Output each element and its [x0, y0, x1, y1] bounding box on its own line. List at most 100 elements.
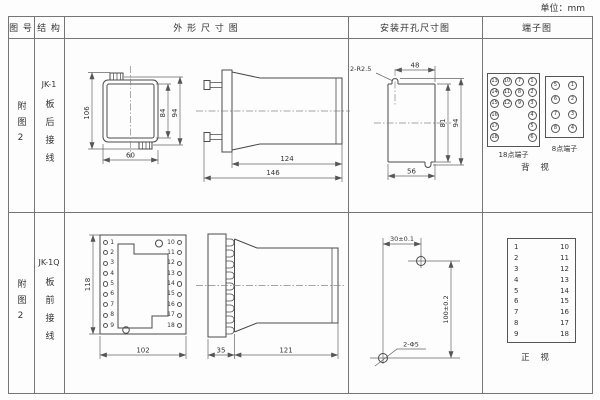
- terminal-point: 8: [551, 124, 560, 133]
- header-outline: 外 形 尺 寸 图: [173, 23, 239, 34]
- terminal-point: 3: [568, 109, 577, 119]
- terminal-number: 1: [103, 239, 129, 247]
- terminal-number: 16: [167, 301, 182, 309]
- terminal-number: 5: [514, 286, 519, 295]
- terminal-point: 8: [515, 87, 524, 97]
- terminal-number: 6: [103, 290, 129, 298]
- dim-height-outer: 94: [171, 108, 179, 117]
- terminal-point: 13: [490, 76, 499, 86]
- header-fig-no: 图 号: [9, 23, 33, 34]
- row2-model-label: JK-1Q: [38, 257, 60, 267]
- row1-mounting-drawing: 2-R2.5 48 81 94 56: [350, 62, 464, 180]
- terminal-point: 3: [527, 99, 537, 109]
- row2-mounting-drawing: 30±0.1 100±0.2 2-Φ5: [370, 235, 460, 367]
- terminal-number: 18: [167, 322, 182, 330]
- terminal-point: 7: [551, 109, 560, 119]
- row1-fig-label: 附图2: [15, 100, 26, 150]
- dim-bottom-width: 56: [407, 168, 416, 176]
- terminal-number: 7: [514, 308, 519, 317]
- terminal-number: 1: [514, 243, 519, 251]
- terminal-number: 6: [514, 297, 519, 306]
- terminal-number: 10: [167, 239, 182, 247]
- terminal-point: 15: [490, 99, 499, 109]
- terminal-number: 2: [514, 253, 519, 262]
- row2-fig-cell: 附图2: [8, 212, 34, 394]
- terminal-point: 6: [551, 95, 560, 104]
- terminal-number: 13: [167, 270, 182, 278]
- terminal-point: 10: [502, 76, 512, 86]
- side-view-dimensions: [207, 323, 339, 359]
- terminal-number: 12: [560, 264, 569, 273]
- hole-dimensions: [370, 238, 460, 367]
- terminal-point: 18: [490, 133, 499, 143]
- dim-hole-spacing-v: 100±0.2: [442, 295, 450, 323]
- terminal-number: 11: [560, 253, 569, 262]
- grid-line: [348, 16, 349, 394]
- row1-wiring-label: 板后接线: [43, 98, 54, 171]
- terminal-point: 9: [515, 99, 524, 109]
- terminal-point: 4: [527, 110, 537, 120]
- terminal-point: 2: [568, 95, 577, 104]
- row2-structure-cell: JK-1Q 板前接线: [34, 212, 64, 394]
- table-border: [8, 16, 593, 394]
- grid-line: [34, 16, 35, 394]
- dim-total-len: 146: [266, 169, 280, 177]
- terminal-number: 15: [560, 297, 569, 306]
- terminal-number: 3: [514, 264, 519, 273]
- terminal-number: 8: [103, 311, 129, 319]
- terminal-point: 14: [490, 87, 499, 97]
- slot-radius-label: 2-R2.5: [350, 65, 371, 73]
- row2-view-label: 正 视: [521, 353, 553, 363]
- dim-body-len: 121: [279, 347, 292, 355]
- dim-cutout-height: 81: [439, 119, 447, 128]
- terminal-point: 1: [527, 76, 537, 86]
- cutout-dimensions: [375, 66, 464, 180]
- terminal-point: 11: [502, 87, 512, 97]
- terminal-point: 4: [568, 124, 577, 133]
- terminal-number: 11: [167, 249, 182, 257]
- header-terminal: 端子图: [521, 23, 552, 34]
- center-line: [374, 69, 451, 124]
- dim-width: 102: [136, 347, 149, 355]
- row2-outline-drawing: 118 102 35 121: [84, 233, 346, 359]
- terminal-number: 17: [167, 311, 182, 319]
- row1-view-label: 背 视: [521, 163, 553, 173]
- terminal-number: 9: [103, 322, 129, 330]
- terminal-number: 18: [560, 330, 569, 339]
- front-view-dimensions: [89, 234, 187, 359]
- terminal-point: 2: [527, 87, 537, 97]
- terminal-8-label: 8点端子: [551, 145, 578, 153]
- dim-hole-spacing-h: 30±0.1: [390, 235, 414, 243]
- hole-diameter-label: 2-Φ5: [403, 341, 419, 349]
- terminal-point: 17: [490, 122, 499, 132]
- dim-body-len: 124: [280, 155, 294, 163]
- row1-fig-cell: 附图2: [8, 38, 34, 212]
- terminal-number: 5: [103, 280, 129, 288]
- row2-fig-label: 附图2: [15, 278, 26, 328]
- terminal-point: 7: [515, 76, 524, 86]
- dim-height-inner: 84: [159, 108, 167, 117]
- grid-line: [8, 38, 593, 39]
- terminal-number: 3: [103, 259, 129, 267]
- dim-total-height: 94: [452, 118, 460, 127]
- terminal-point: 12: [502, 99, 512, 109]
- terminal-number: 14: [560, 286, 569, 295]
- dim-top-width: 48: [411, 62, 420, 70]
- terminal-number: 10: [560, 243, 569, 251]
- grid-line: [482, 16, 483, 394]
- header-structure: 结 构: [37, 23, 61, 34]
- row1-structure-cell: JK-1 板后接线: [34, 38, 64, 212]
- row2-wiring-label: 板前接线: [43, 276, 54, 349]
- terminal-point: 5: [527, 122, 537, 132]
- row1-model-label: JK-1: [41, 79, 57, 89]
- terminal-number: 17: [560, 319, 569, 328]
